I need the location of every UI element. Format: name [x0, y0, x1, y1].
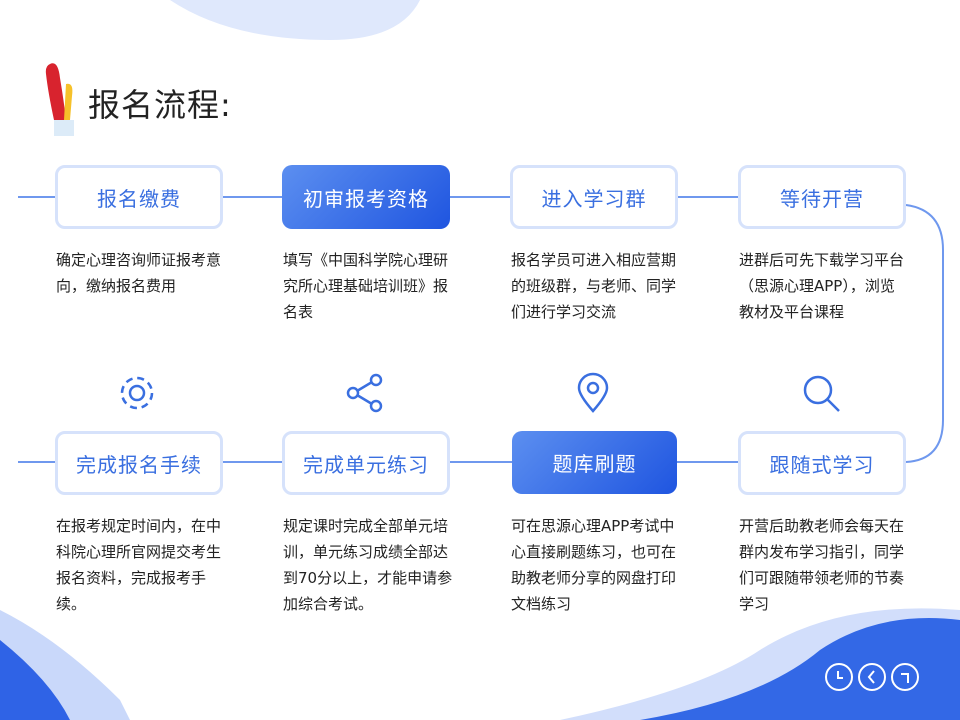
step-desc: 在报考规定时间内，在中科院心理所官网提交考生报名资料，完成报考手续。 [56, 517, 222, 613]
step-desc: 可在思源心理APP考试中心直接刷题练习，也可在助教老师分享的网盘打印文档练习 [511, 517, 677, 613]
location-pin-icon [577, 372, 609, 413]
back-button-icon[interactable] [858, 663, 886, 691]
step-complete-registration: 完成报名手续 [55, 431, 223, 495]
search-icon [803, 375, 840, 412]
step-register-pay: 报名缴费 [55, 165, 223, 229]
step-desc: 开营后助教老师会每天在群内发布学习指引，同学们可跟随带领老师的节奏学习 [739, 517, 905, 613]
step-question-bank: 题库刷题 [512, 431, 677, 494]
step-desc: 填写《中国科学院心理研究所心理基础培训班》报名表 [283, 251, 449, 321]
paintbrush-logo-icon [45, 63, 74, 136]
step-desc: 报名学员可进入相应营期的班级群，与老师、同学们进行学习交流 [511, 251, 677, 321]
step-follow-learning: 跟随式学习 [738, 431, 906, 495]
forward-button-icon[interactable] [891, 663, 919, 691]
page-title: 报名流程: [88, 86, 232, 124]
share-icon [346, 373, 383, 413]
gear-icon [120, 376, 154, 410]
step-desc: 确定心理咨询师证报考意向，缴纳报名费用 [56, 251, 222, 295]
step-desc: 进群后可先下载学习平台（思源心理APP），浏览教材及平台课程 [739, 251, 905, 321]
clock-button-icon[interactable] [825, 663, 853, 691]
step-join-group: 进入学习群 [510, 165, 678, 229]
step-desc: 规定课时完成全部单元培训，单元练习成绩全部达到70分以上，才能申请参加综合考试。 [283, 517, 453, 613]
step-wait-start: 等待开营 [738, 165, 906, 229]
step-unit-practice: 完成单元练习 [282, 431, 450, 495]
step-initial-review: 初审报考资格 [282, 165, 450, 229]
